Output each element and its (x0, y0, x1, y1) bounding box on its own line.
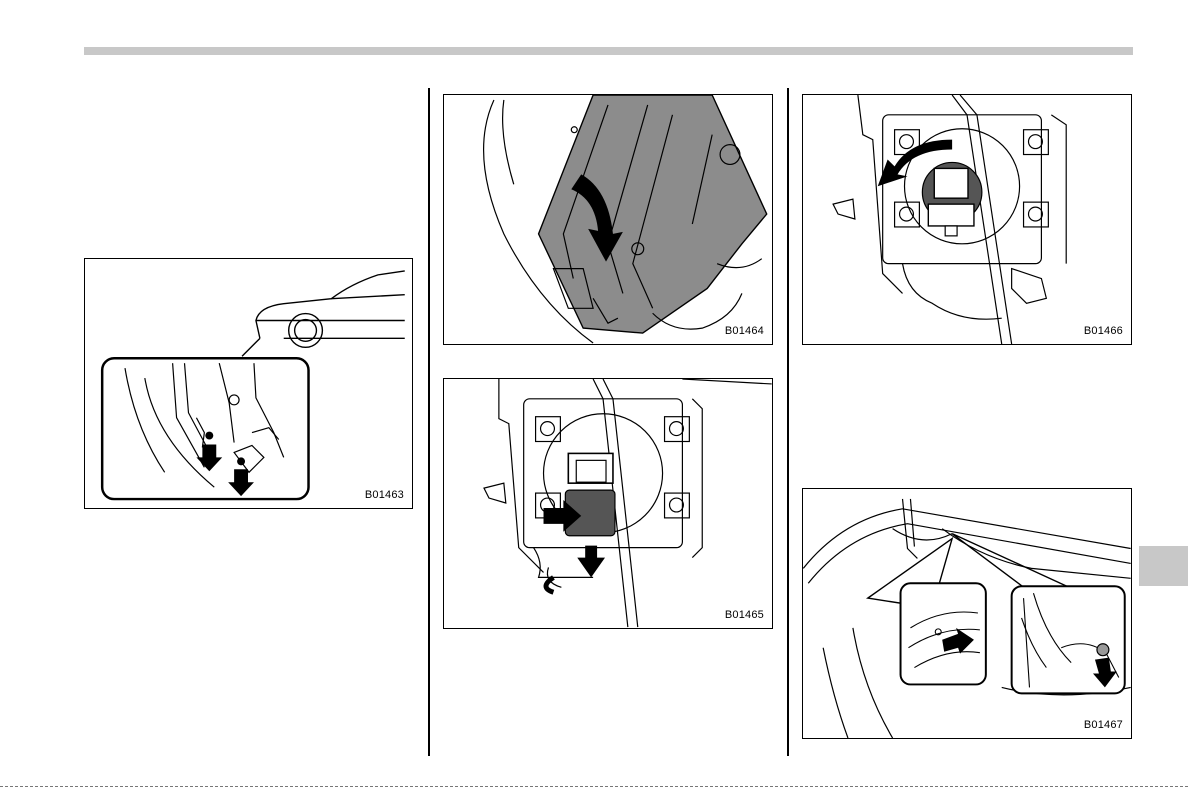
figure-b01463: B01463 (84, 258, 413, 509)
connector-disconnect-illustration (444, 379, 772, 628)
figure-code: B01463 (365, 489, 404, 501)
header-rule (84, 47, 1133, 55)
bulb-rotate-illustration (803, 95, 1131, 344)
figure-b01464: B01464 (443, 94, 773, 345)
figure-b01466: B01466 (802, 94, 1132, 345)
fog-lamp-cover-illustration (85, 259, 412, 508)
figure-code: B01466 (1084, 325, 1123, 337)
figure-b01467: B01467 (802, 488, 1132, 739)
down-arrow-icon (577, 546, 605, 578)
column-divider (428, 88, 430, 756)
trunk-trim-illustration (803, 489, 1131, 738)
cover-removal-illustration (444, 95, 772, 344)
page-bottom-rule (0, 786, 1188, 787)
figure-b01465: B01465 (443, 378, 773, 629)
figure-code: B01465 (725, 609, 764, 621)
figure-code: B01467 (1084, 719, 1123, 731)
column-divider (787, 88, 789, 756)
section-thumb-tab (1139, 546, 1188, 586)
figure-code: B01464 (725, 325, 764, 337)
